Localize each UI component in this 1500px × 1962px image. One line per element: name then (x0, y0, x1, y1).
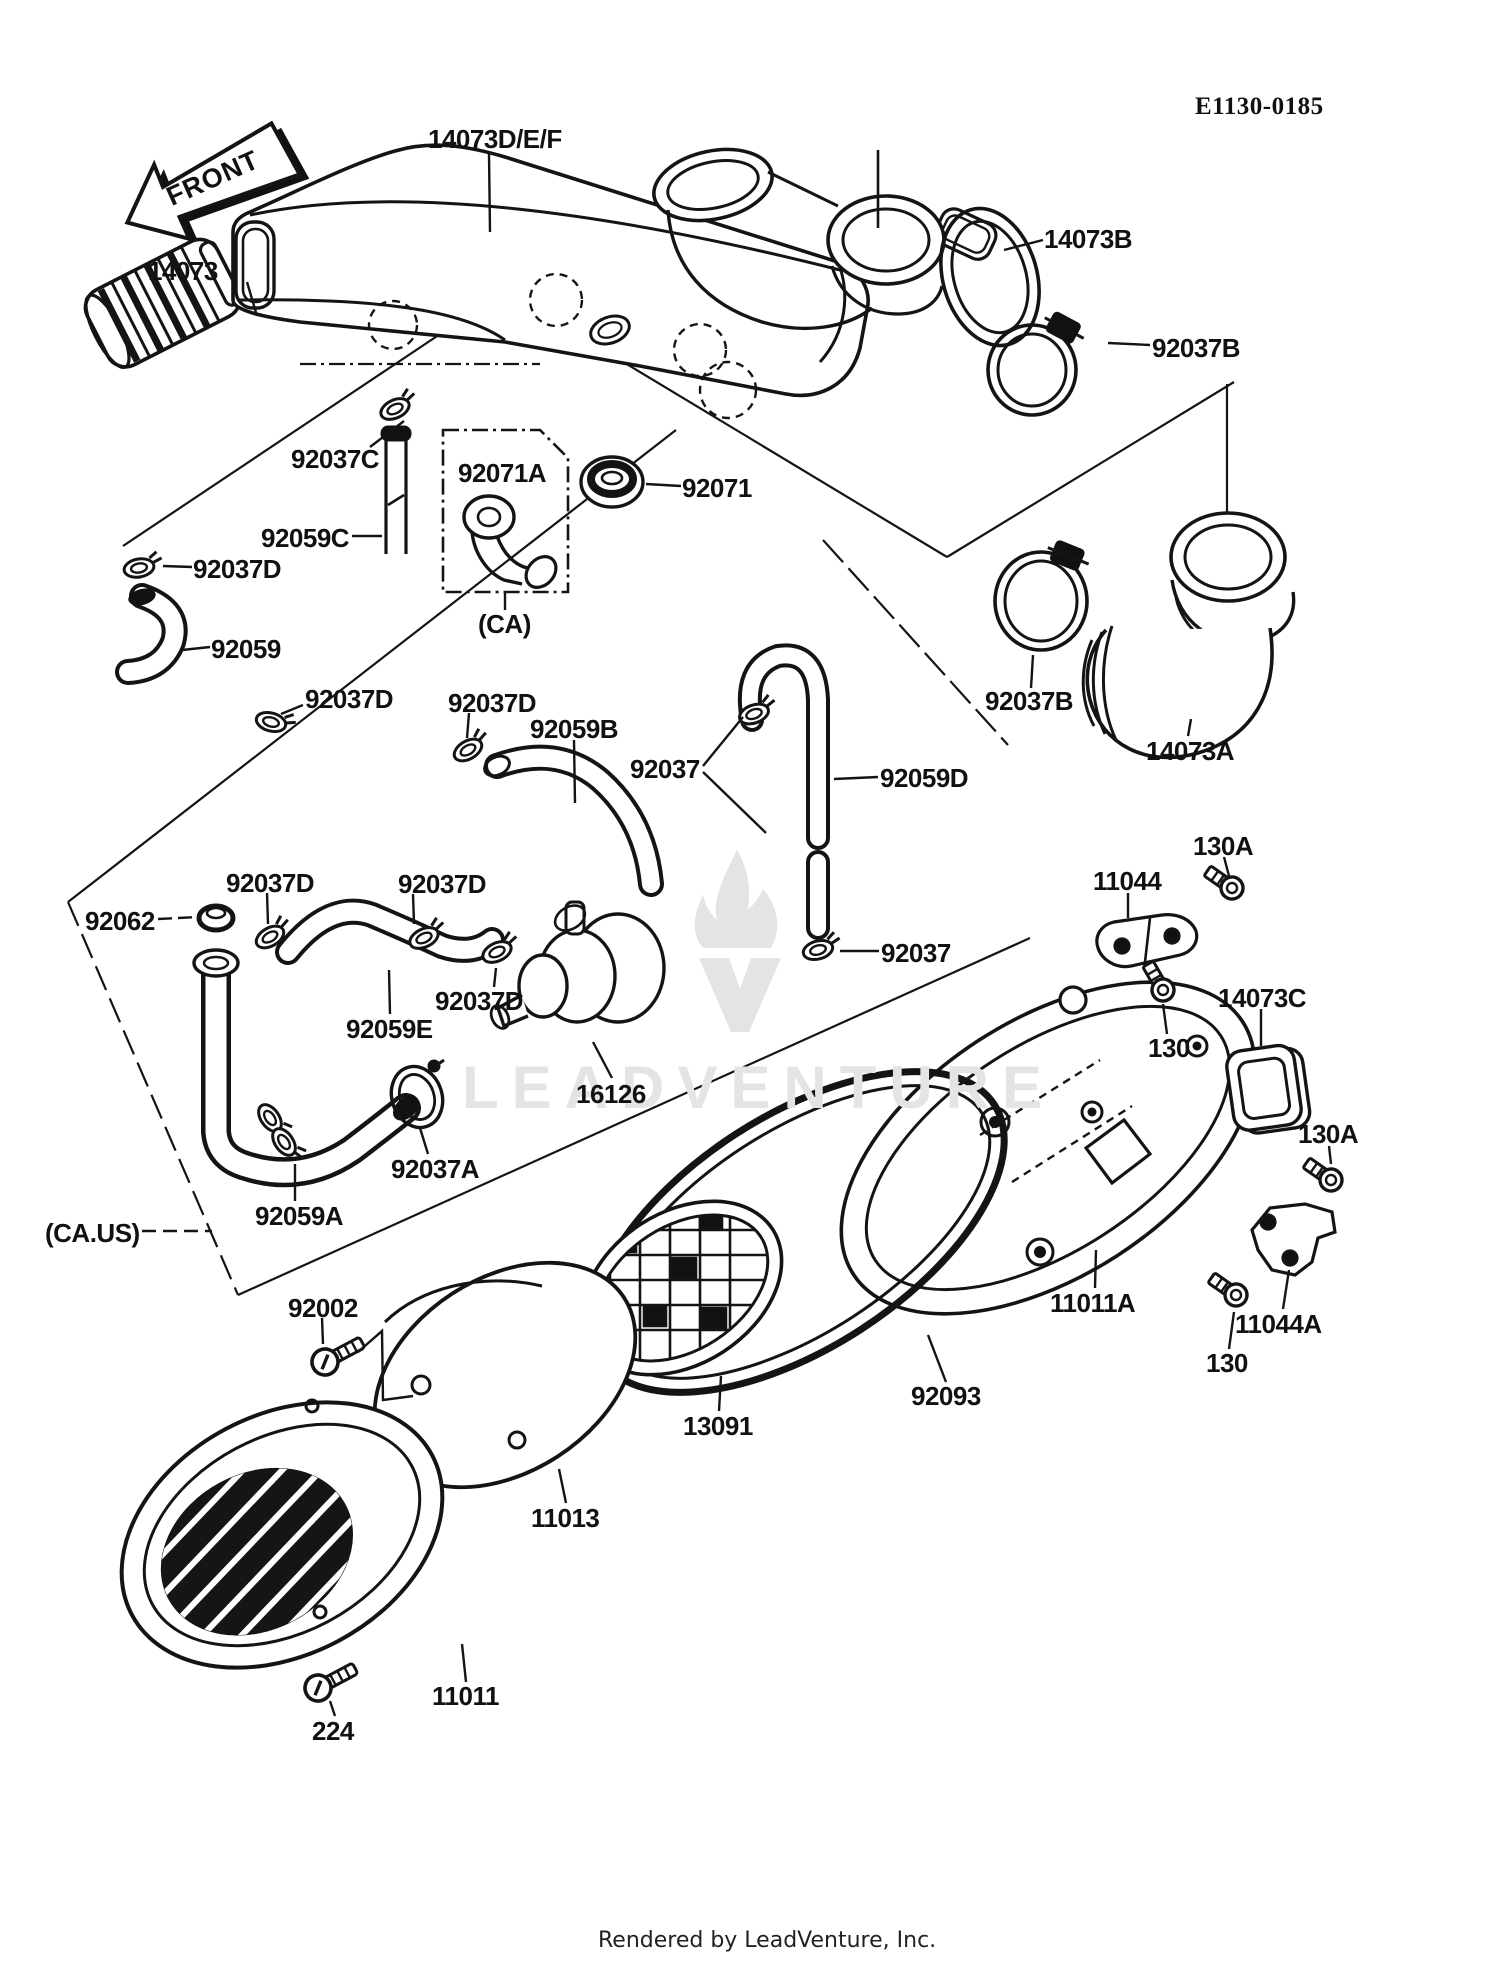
part-label-92037d-4: 92037D (226, 868, 315, 898)
part-label-92093: 92093 (911, 1381, 981, 1411)
part-label-92037d-5: 92037D (398, 869, 487, 899)
part-label-92037d-6: 92037D (435, 986, 524, 1016)
part-label-92037d-3: 92037D (448, 688, 537, 718)
leader-lines (142, 153, 1333, 1717)
part-label-92059b: 92059B (530, 714, 619, 744)
part-label-92037d-2: 92037D (305, 684, 394, 714)
part-label-92059d: 92059D (880, 763, 969, 793)
part-label-92059: 92059 (211, 634, 281, 664)
part-label-130-2: 130 (1206, 1348, 1248, 1378)
part-label-14073c: 14073C (1218, 983, 1307, 1013)
leadventure-flame-logo (694, 850, 781, 1032)
part-label-92071: 92071 (682, 473, 752, 503)
leadventure-watermark-text: LEADVENTURE (462, 1054, 1056, 1121)
part-label-14073b: 14073B (1044, 224, 1133, 254)
part-label-92037c: 92037C (291, 444, 380, 474)
part-label-11011: 11011 (432, 1681, 499, 1711)
part-label-11013: 11013 (531, 1503, 600, 1533)
part-label-16126: 16126 (576, 1079, 646, 1109)
bracket-11044a-drawing (1250, 1202, 1337, 1277)
cover-11011-drawing (119, 1398, 445, 1670)
part-label-130a-2: 130A (1298, 1119, 1359, 1149)
part-label-92062: 92062 (85, 906, 155, 936)
housing-11011a-drawing (839, 980, 1257, 1316)
part-label-92059c: 92059C (261, 523, 350, 553)
render-credit: Rendered by LeadVenture, Inc. (598, 1928, 937, 1953)
part-label-92059e: 92059E (346, 1014, 433, 1044)
part-label-11011a: 11011A (1050, 1288, 1136, 1318)
part-label-92037-top: 92037 (630, 754, 700, 784)
bracket-11044-drawing (1095, 913, 1199, 969)
part-label-92037d-1: 92037D (193, 554, 282, 584)
part-label-92037b-top: 92037B (1152, 333, 1241, 363)
variant-label-ca: (CA) (478, 609, 531, 639)
part-label-14073: 14073 (148, 256, 218, 286)
grommet-92062-drawing (196, 903, 236, 933)
part-label-92059a: 92059A (255, 1201, 344, 1231)
part-label-224: 224 (312, 1716, 354, 1746)
front-arrow (124, 120, 310, 244)
assembly-guide-lines (66, 289, 1235, 1297)
variant-label-ca-us: (CA.US) (45, 1218, 140, 1248)
part-label-92037b-low: 92037B (985, 686, 1074, 716)
hoses-drawing (115, 583, 830, 1188)
clamp-92037a-drawing (389, 1058, 445, 1130)
part-label-14073def: 14073D/E/F (428, 124, 562, 154)
drawing-number: E1130-0185 (1195, 93, 1324, 120)
inlet-filter-14073-drawing (83, 237, 243, 369)
part-label-92071a: 92071A (458, 458, 547, 488)
part-label-92037a: 92037A (391, 1154, 480, 1184)
part-label-13091: 13091 (683, 1411, 753, 1441)
part-label-92002: 92002 (288, 1293, 358, 1323)
part-label-14073a: 14073A (1146, 736, 1235, 766)
boot-14073c-drawing (1225, 1043, 1312, 1135)
part-label-130a-1: 130A (1193, 831, 1254, 861)
part-label-11044a: 11044A (1235, 1309, 1322, 1339)
breather-parts-drawing (380, 425, 645, 610)
clamp-92037b-low-drawing (993, 540, 1090, 652)
elbow-duct-14073a-drawing (1081, 511, 1296, 760)
clamp-92037b-top-drawing (986, 311, 1085, 417)
part-label-92037-low: 92037 (881, 938, 951, 968)
duct-14073b-drawing (652, 147, 1041, 348)
valve-16126-drawing (489, 900, 666, 1030)
part-label-11044: 11044 (1093, 866, 1162, 896)
part-label-130-1: 130 (1148, 1033, 1190, 1063)
